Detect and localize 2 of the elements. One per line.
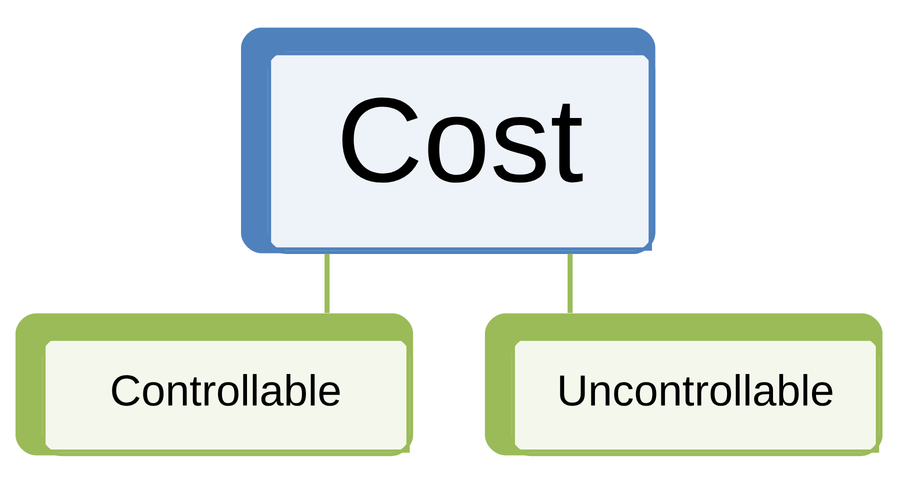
connector: [324, 253, 330, 312]
connector: [568, 253, 573, 312]
